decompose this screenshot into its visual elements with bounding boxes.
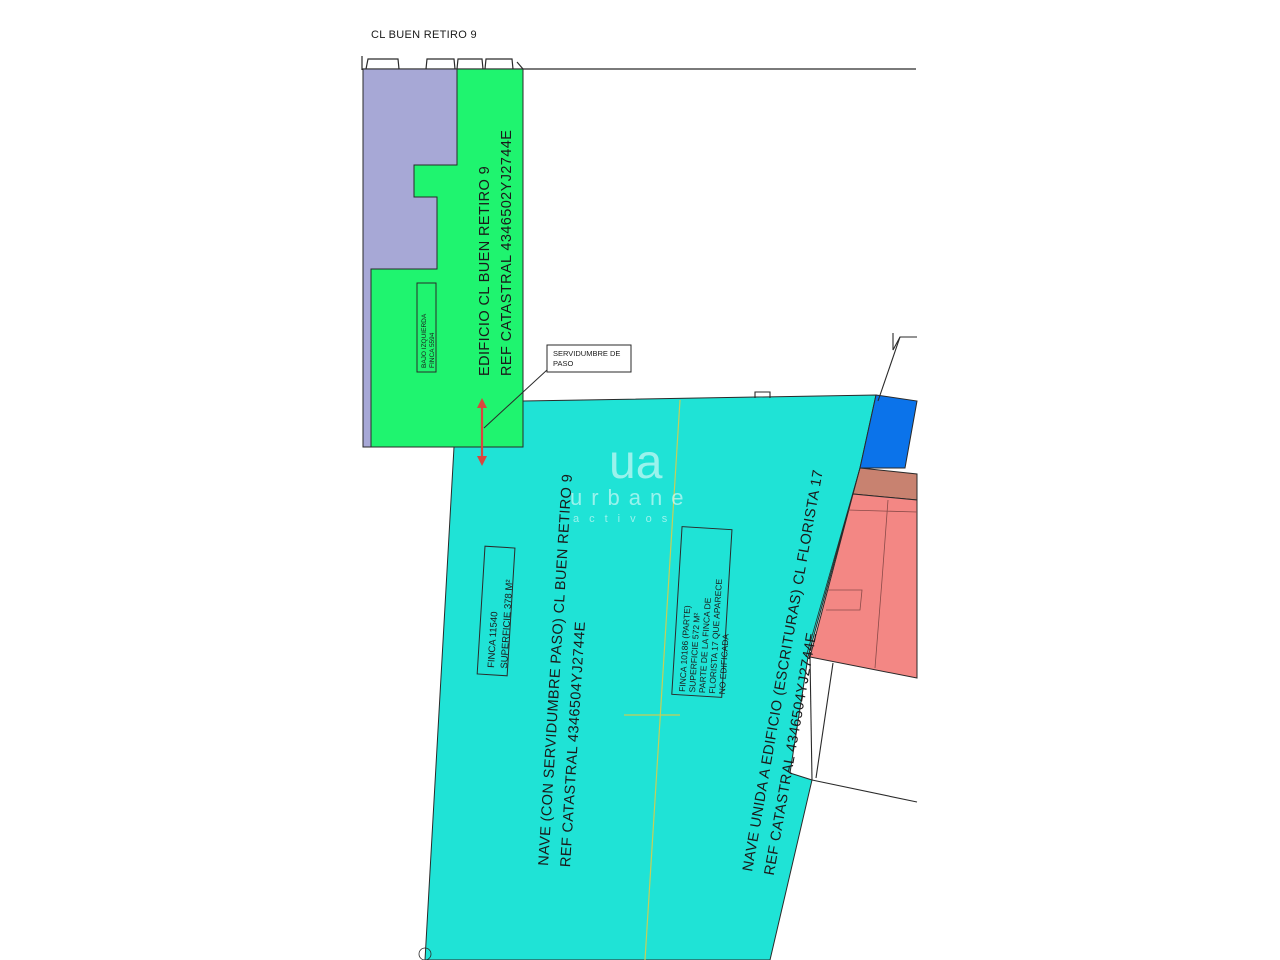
blue-parcel — [859, 394, 918, 469]
finca-11540-box: FINCA 11540 SUPERFICIE 378 M² — [476, 545, 516, 677]
bajo-izquierda-line2: FINCA 5594 — [429, 332, 436, 368]
finca-10186-line2: SUPERFICIE 572 M² — [687, 612, 702, 692]
corner-marker — [418, 947, 432, 960]
finca-10186-box: FINCA 10186 (PARTE) SUPERFICIE 572 M² PA… — [671, 526, 733, 698]
servidumbre-arrow — [477, 369, 548, 466]
watermark-logo: ua — [609, 436, 663, 489]
street-label: CL BUEN RETIRO 9 — [371, 29, 477, 41]
edificio-line2: REF CATASTRAL 4346502YJ2744E — [499, 130, 515, 376]
neighbour-outlines — [754, 333, 918, 803]
finca-11540-line2: SUPERFICIE 378 M² — [499, 579, 515, 669]
salmon-inner-lines — [826, 499, 918, 669]
salmon-parcel — [809, 493, 918, 679]
bajo-izquierda-box: BAJO IZQUIERDA FINCA 5594 — [416, 282, 437, 373]
watermark-brand: urbane — [570, 485, 693, 510]
finca-11540-line1: FINCA 11540 — [486, 611, 500, 668]
finca-10186-line5: NO EDIFICADA — [717, 633, 731, 694]
street-frontage — [361, 56, 916, 70]
edificio-buen-retiro-parcel[interactable] — [370, 68, 524, 448]
watermark-sub: activos — [573, 513, 677, 525]
urbane-watermark: ua urbane activos — [570, 436, 693, 525]
servidumbre-line2: PASO — [553, 359, 573, 368]
edificio-label: EDIFICIO CL BUEN RETIRO 9 REF CATASTRAL … — [477, 130, 515, 376]
servidumbre-line1: SERVIDUMBRE DE — [553, 349, 620, 358]
bajo-izquierda-line1: BAJO IZQUIERDA — [421, 313, 428, 368]
nave-internal-line — [805, 467, 861, 658]
division-line — [624, 399, 681, 960]
servidumbre-callout: SERVIDUMBRE DE PASO — [546, 344, 632, 373]
edificio-line1: EDIFICIO CL BUEN RETIRO 9 — [477, 166, 493, 376]
